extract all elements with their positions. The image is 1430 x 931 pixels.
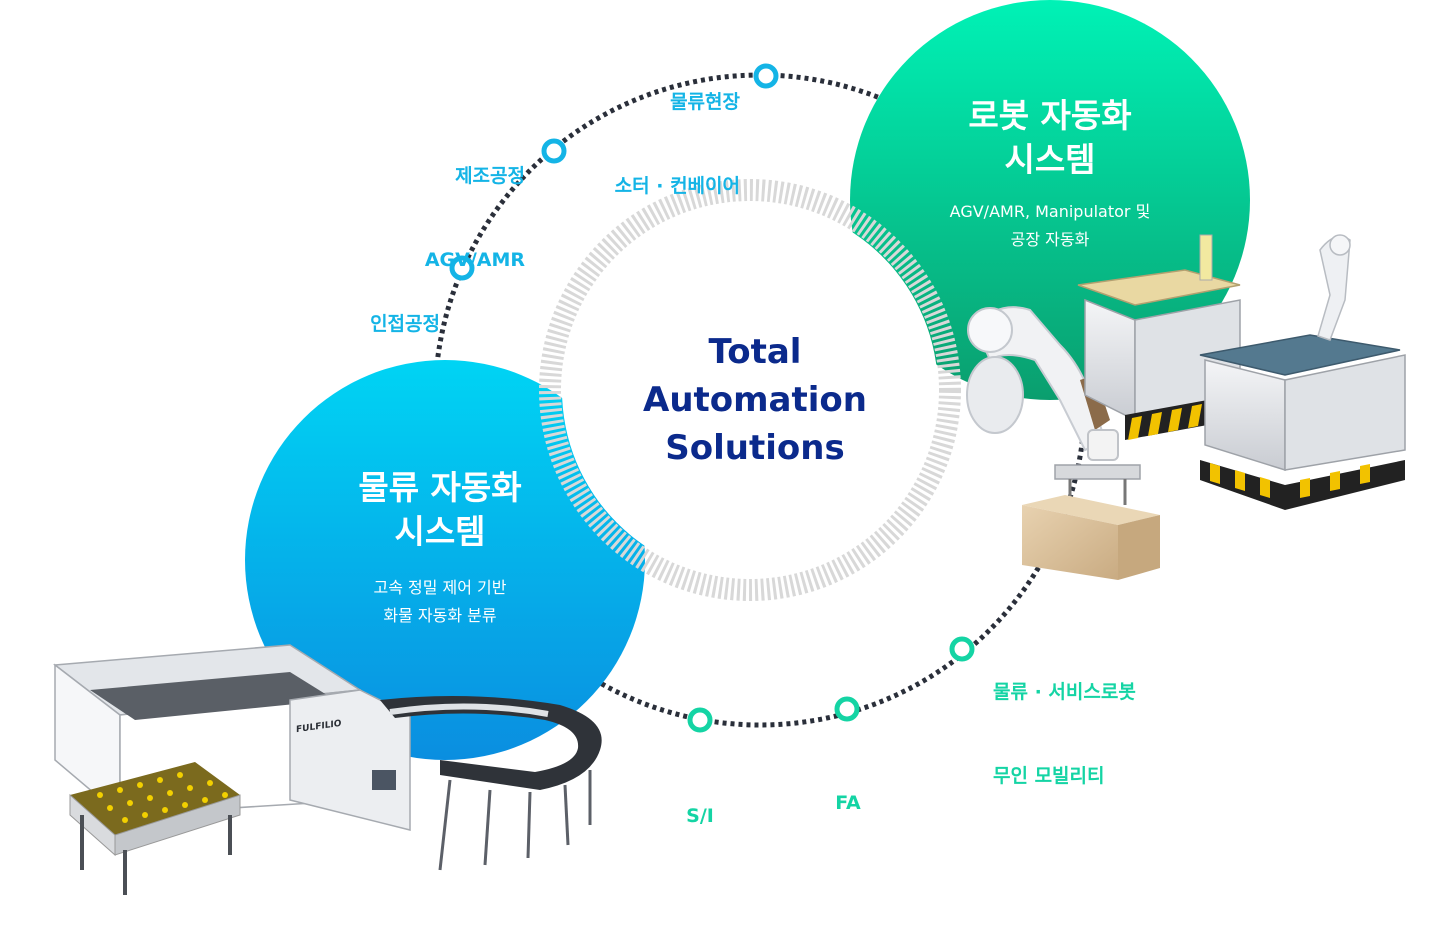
- ring-node-label-4: S/I: [660, 746, 740, 886]
- ring-node-label-2: 제조공정 AGV/AMR: [330, 106, 525, 330]
- ring-node-label-3: 인접공정: [300, 254, 440, 394]
- center-title: Total Automation Solutions: [580, 328, 930, 472]
- ring-node-5-line-1: FA: [835, 792, 861, 814]
- ring-node-1-line-1: 물류현장: [670, 91, 740, 113]
- ring-node-6-line-1: 물류 · 서비스로봇: [993, 681, 1136, 703]
- ring-node-4-line-1: S/I: [686, 805, 714, 827]
- logistics-title-line-2: 시스템: [394, 512, 486, 551]
- ring-node-label-6: 물류 · 서비스로봇 무인 모빌리티: [993, 622, 1193, 846]
- robot-arm-illustration: [966, 306, 1141, 505]
- agv-cart-illustration-2: [1199, 234, 1406, 510]
- ring-node-label-1: 물류현장 소터 · 컨베이어: [540, 32, 740, 256]
- robot-desc-line-2: 공장 자동화: [1010, 230, 1090, 249]
- robot-title-line-1: 로봇 자동화: [968, 96, 1132, 135]
- center-disc-ring: [539, 179, 961, 601]
- ring-node-3-line-1: 인접공정: [370, 313, 440, 335]
- cardboard-box-illustration: [1022, 495, 1160, 580]
- ring-node-2-line-2: AGV/AMR: [424, 249, 525, 271]
- logistics-desc-line-2: 화물 자동화 분류: [383, 606, 497, 625]
- ring-node-2-line-1: 제조공정: [455, 165, 525, 187]
- center-title-line-3: Solutions: [665, 428, 845, 468]
- robot-title-line-2: 시스템: [1004, 140, 1096, 179]
- ring-node-1-line-2: 소터 · 컨베이어: [614, 175, 740, 197]
- sorter-machine-illustration: [53, 644, 602, 895]
- ring-node-6-line-2: 무인 모빌리티: [993, 765, 1105, 787]
- logistics-title-line-1: 물류 자동화: [358, 468, 522, 507]
- ring-node-dots: [449, 63, 975, 733]
- logistics-circle-description: 고속 정밀 제어 기반 화물 자동화 분류: [290, 574, 590, 630]
- robot-circle-title: 로봇 자동화 시스템: [900, 94, 1200, 182]
- logistics-desc-line-1: 고속 정밀 제어 기반: [373, 578, 507, 597]
- robot-desc-line-1: AGV/AMR, Manipulator 및: [949, 202, 1151, 221]
- logistics-circle-title: 물류 자동화 시스템: [290, 466, 590, 554]
- robot-circle-description: AGV/AMR, Manipulator 및 공장 자동화: [900, 198, 1200, 254]
- center-disc: [562, 202, 938, 578]
- logistics-circle: [245, 360, 645, 760]
- center-title-line-2: Automation: [643, 380, 867, 420]
- ring-node-label-5: FA: [808, 733, 888, 873]
- center-title-line-1: Total: [708, 332, 802, 372]
